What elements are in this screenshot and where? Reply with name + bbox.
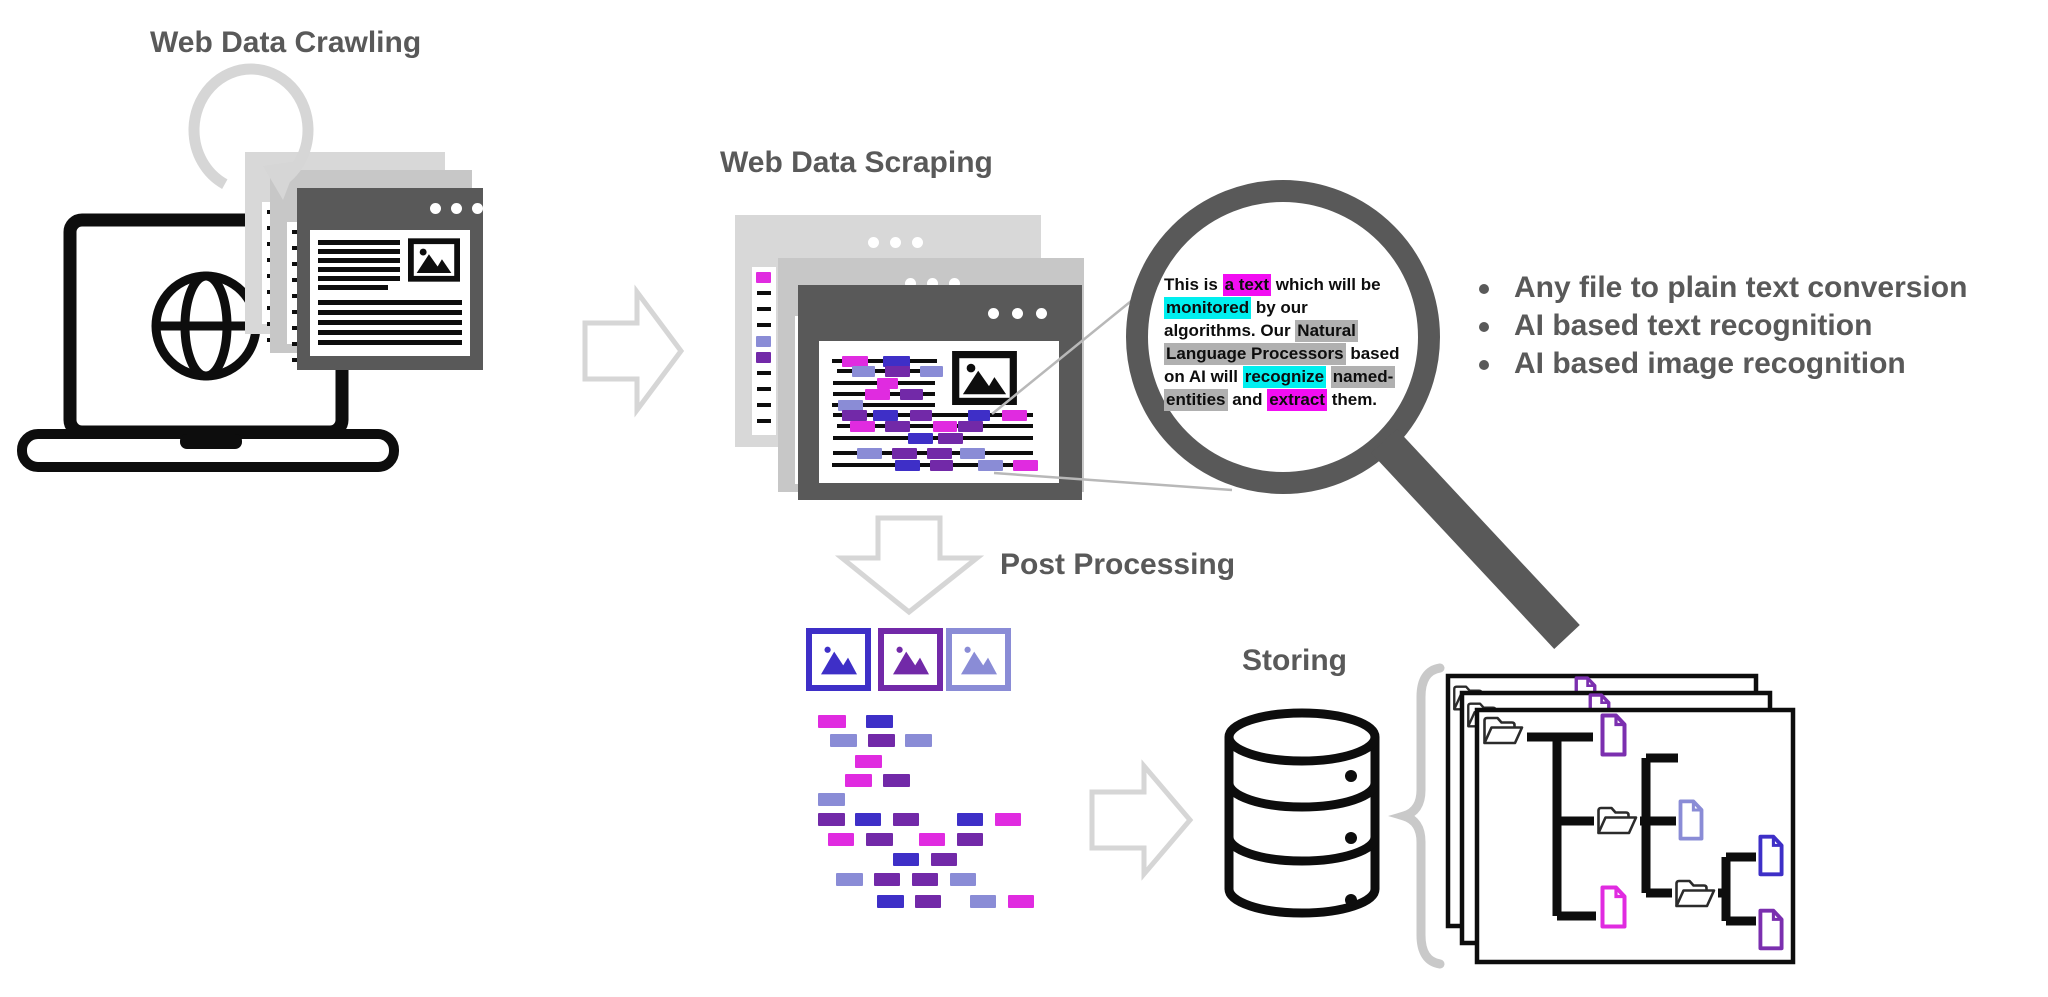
window-dot <box>451 203 462 214</box>
highlight-block <box>927 447 952 459</box>
highlight-block <box>877 377 898 389</box>
highlight-block <box>920 365 943 377</box>
highlight-block <box>908 432 933 444</box>
highlight-block <box>933 420 957 432</box>
text-dash <box>757 291 771 295</box>
window-dot <box>905 278 916 289</box>
window-dot <box>1012 308 1023 319</box>
highlight-block <box>883 355 910 367</box>
text-line <box>833 413 1033 417</box>
highlight-block <box>910 409 932 421</box>
highlight-block <box>958 420 983 432</box>
page-content <box>310 230 470 356</box>
mini-highlight-block <box>756 336 771 347</box>
highlight-block <box>895 459 920 471</box>
highlight-block <box>1013 459 1038 471</box>
highlight-block <box>852 365 875 377</box>
window-dot <box>430 203 441 214</box>
highlight-block <box>857 447 882 459</box>
text-dash <box>757 323 771 327</box>
highlight-block <box>885 420 910 432</box>
highlight-block <box>892 447 917 459</box>
scraped-page-content <box>819 341 1059 483</box>
highlight-block <box>865 388 890 400</box>
highlight-block <box>900 388 923 400</box>
window-dot <box>912 237 923 248</box>
text-line <box>833 436 1033 440</box>
highlight-block <box>938 432 963 444</box>
highlight-block <box>873 409 898 421</box>
highlight-block <box>1002 409 1027 421</box>
image-icon <box>408 238 460 282</box>
highlight-block <box>968 409 990 421</box>
window-dot <box>927 278 938 289</box>
window-dot <box>890 237 901 248</box>
highlight-block <box>930 459 953 471</box>
text-dash <box>757 387 771 391</box>
highlight-block <box>978 459 1003 471</box>
highlight-block <box>838 399 863 411</box>
window-dot <box>1036 308 1047 319</box>
text-dash <box>757 307 771 311</box>
text-dash <box>757 371 771 375</box>
window-dot <box>868 237 879 248</box>
text-dash <box>757 403 771 407</box>
window-dot <box>472 203 483 214</box>
window-dot <box>949 278 960 289</box>
highlight-block <box>842 355 868 367</box>
doc-strip <box>752 267 776 435</box>
mini-highlight-block <box>756 352 771 363</box>
image-icon <box>949 351 1020 405</box>
text-dash <box>757 419 771 423</box>
highlight-block <box>885 365 910 377</box>
highlight-block <box>850 420 875 432</box>
highlight-block <box>842 409 867 421</box>
mini-highlight-block <box>756 272 771 283</box>
window-dot <box>988 308 999 319</box>
highlight-block <box>960 447 985 459</box>
crawl-window-front <box>297 188 483 370</box>
text-line <box>832 403 935 407</box>
scrape-window-front <box>798 285 1082 500</box>
